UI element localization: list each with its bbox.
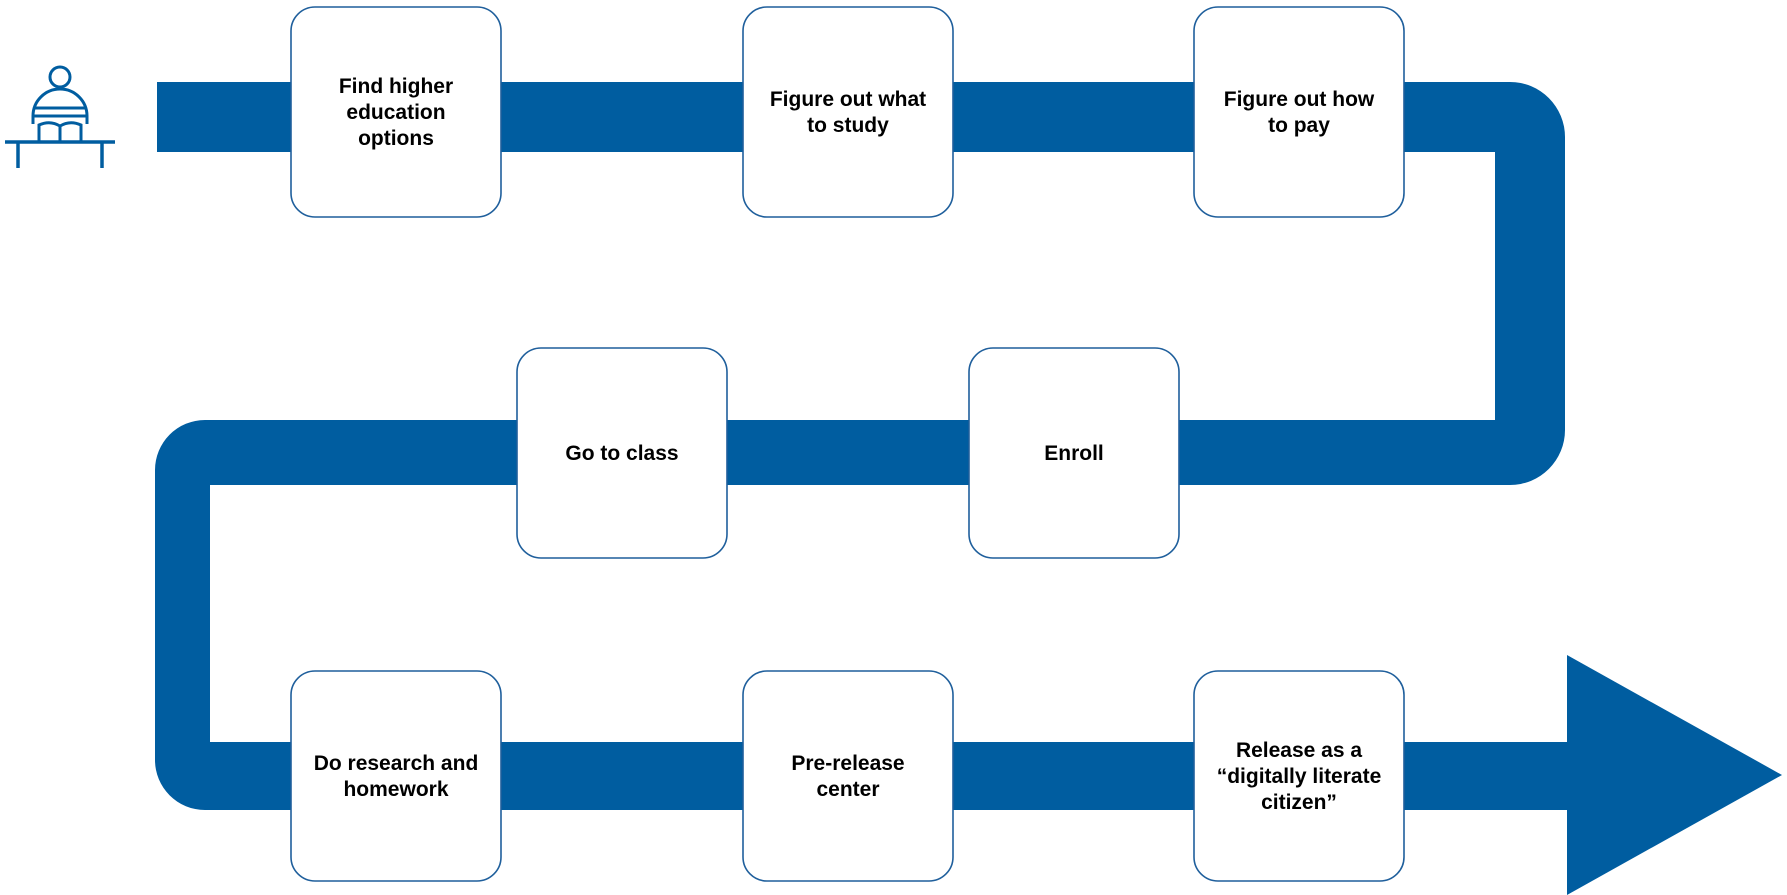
journey-path (155, 82, 1570, 810)
step-label-line: Go to class (565, 442, 678, 465)
step-label-line: “digitally literate (1217, 765, 1382, 788)
arrow-right-icon (1567, 655, 1782, 895)
step-box-do-research-and-homework: Do research and homework (290, 670, 502, 882)
step-box-frame (968, 347, 1180, 559)
step-box-frame (290, 6, 502, 218)
step-label-line: Enroll (1044, 442, 1104, 465)
step-box-release-as-digitally-literate-citizen: Release as a “digitally literate citizen” (1193, 670, 1405, 882)
journey-steps: Find higher education options Figure out wh… (290, 6, 1405, 882)
step-box-frame (742, 670, 954, 882)
step-label-line: Figure out what (770, 88, 926, 111)
step-box-frame (290, 670, 502, 882)
step-box-frame (516, 347, 728, 559)
step-box-find-higher-education: Find higher education options (290, 6, 502, 218)
step-label-line: to study (807, 114, 889, 137)
step-label-line: Figure out how (1224, 88, 1375, 111)
step-box-enroll: Enroll (968, 347, 1180, 559)
step-box-frame (1193, 6, 1405, 218)
step-label-line: Pre-release (791, 752, 904, 775)
step-box-figure-out-how-to-pay: Figure out how to pay (1193, 6, 1405, 218)
step-label-line: education (346, 101, 445, 124)
step-label-line: homework (343, 778, 448, 801)
step-label-line: Release as a (1236, 739, 1362, 762)
step-box-frame (1193, 670, 1405, 882)
step-label-line: citizen” (1261, 791, 1337, 814)
step-box-pre-release-center: Pre-release center (742, 670, 954, 882)
step-box-figure-out-what-to-study: Figure out what to study (742, 6, 954, 218)
path-segment-top (155, 82, 1570, 810)
step-box-go-to-class: Go to class (516, 347, 728, 559)
step-label-line: center (816, 778, 879, 801)
step-box-frame (742, 6, 954, 218)
step-label-line: Do research and (314, 752, 479, 775)
step-label-line: Find higher (339, 75, 453, 98)
step-label-line: to pay (1268, 114, 1330, 137)
step-label-line: options (358, 127, 434, 150)
student-at-desk-reading-icon (5, 65, 115, 168)
